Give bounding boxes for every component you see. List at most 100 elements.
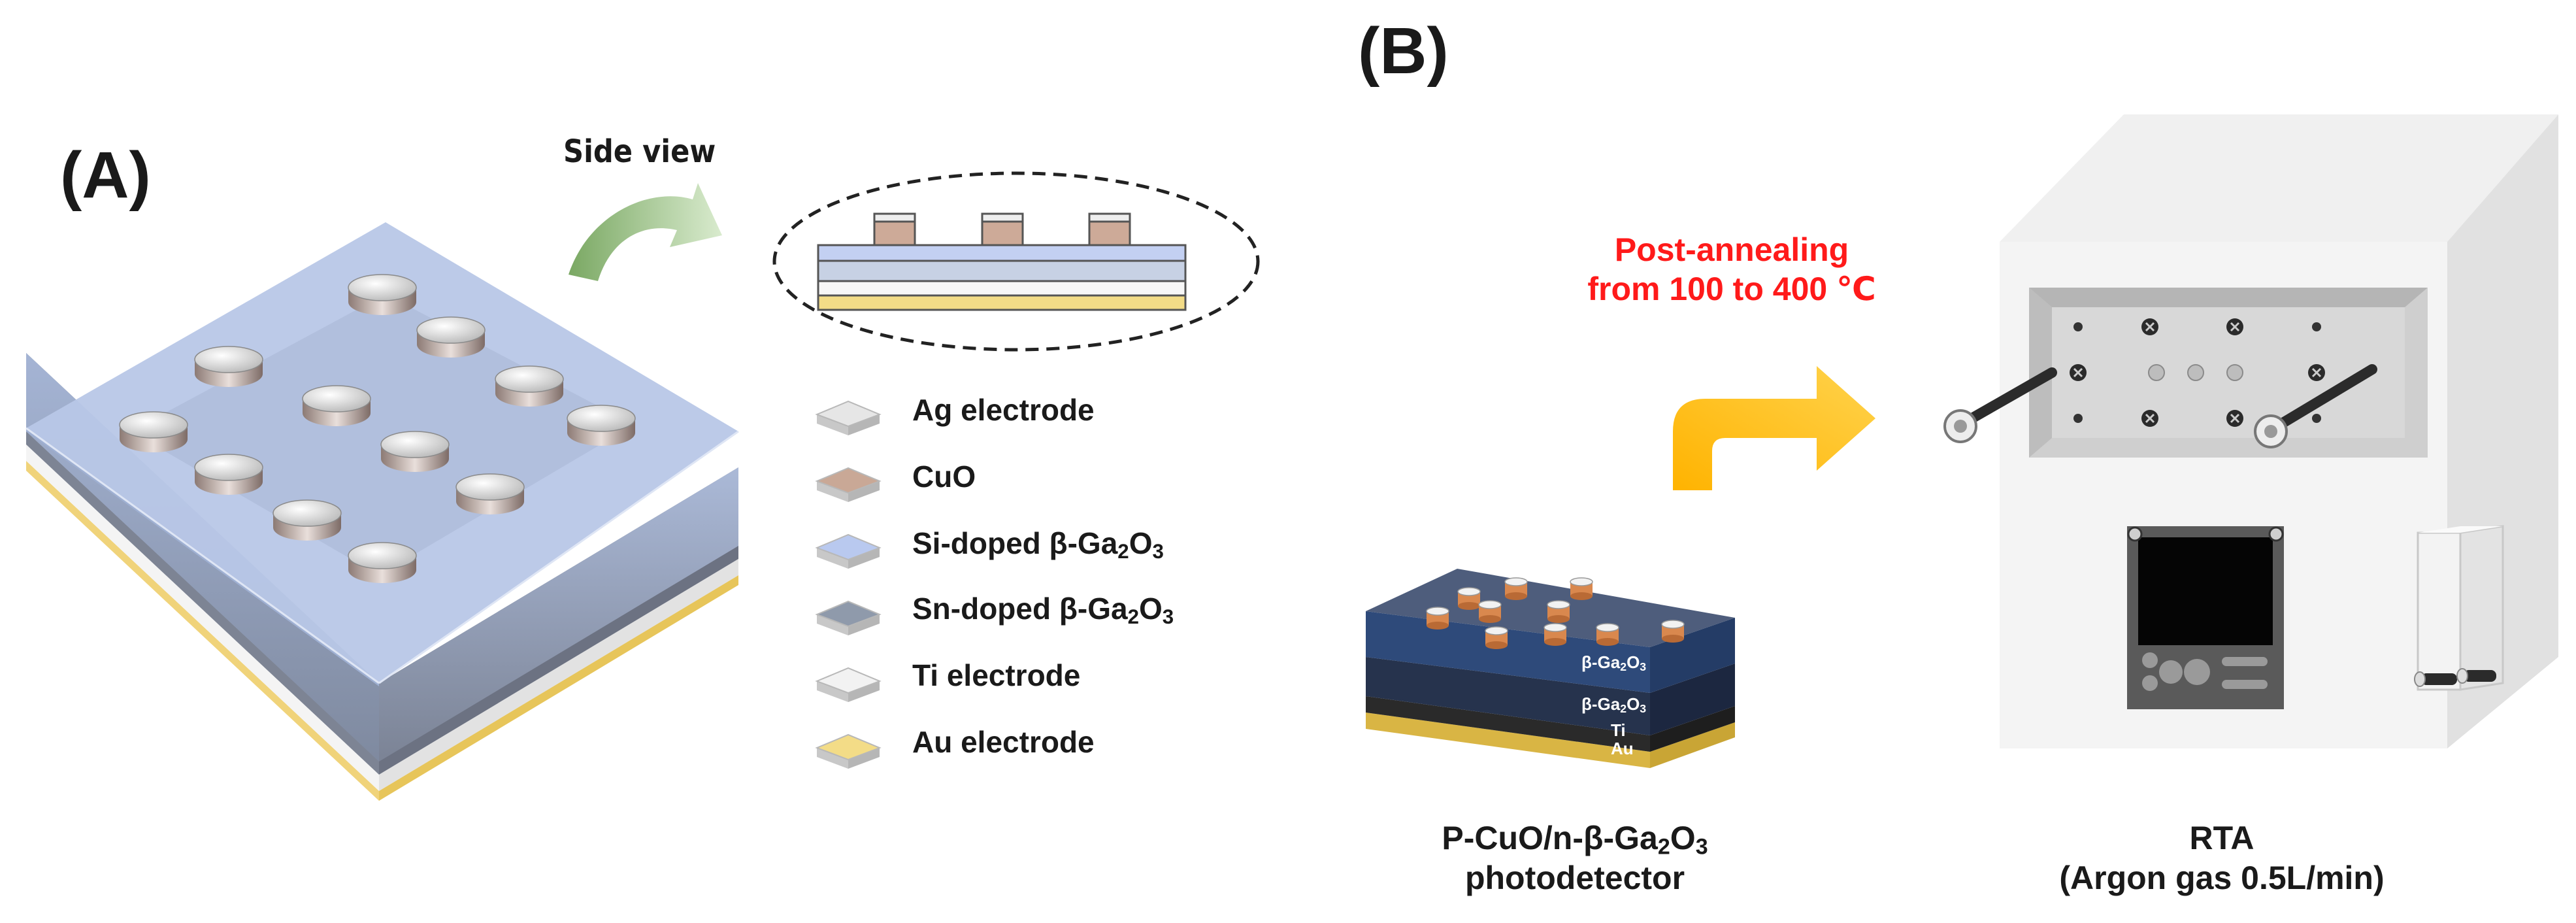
electrode-disc: [194, 346, 263, 387]
pd-disc: [1570, 577, 1593, 600]
electrode-disc: [194, 454, 263, 495]
legend-swatch: [815, 400, 882, 435]
legend-item-si: Si-doped β-Ga2O3: [912, 526, 1164, 563]
rta-screws: [2070, 318, 2325, 427]
device-caption-line1: P-CuO/n-β-Ga2O3: [1442, 820, 1708, 860]
electrode-disc: [495, 365, 564, 407]
legend-item-cuo: CuO: [912, 462, 976, 492]
au-layer-right: [379, 575, 738, 801]
side-sn-layer: [817, 260, 1187, 282]
electrode-disc: [380, 431, 450, 472]
pd-layer-au-label: Au: [1611, 739, 1634, 758]
rta-caption-line2: (Argon gas 0.5L/min): [2059, 860, 2385, 896]
pd-disc: [1485, 626, 1508, 649]
annealing-label: Post-annealing from 100 to 400 ℃: [1568, 230, 1895, 309]
device-caption: P-CuO/n-β-Ga2O3 photodetector: [1346, 818, 1804, 898]
rta-window-bevel-top: [2029, 288, 2428, 307]
legend-swatch: [815, 600, 882, 635]
ti-layer-right: [379, 559, 738, 791]
rta-screw: [2070, 364, 2087, 381]
pd-layer-mid-label: β-Ga2O3: [1581, 694, 1647, 715]
electrode-disc: [119, 411, 188, 452]
pd-disc: [1457, 587, 1481, 610]
pd-disc: [1544, 623, 1567, 646]
rta-screw: [2226, 410, 2243, 427]
rta-screw: [2312, 322, 2321, 331]
legend-item-ag: Ag electrode: [912, 395, 1095, 425]
rta-screw: [2141, 318, 2158, 335]
legend-swatch: [815, 733, 882, 769]
panel-label-a: (A): [60, 139, 151, 212]
pd-layer-top-label: β-Ga2O3: [1581, 652, 1647, 673]
side-ti-layer: [817, 280, 1187, 297]
pd-disc: [1426, 607, 1449, 629]
ti-layer-front: [26, 445, 379, 791]
pd-disc: [1504, 577, 1528, 600]
si-layer-right: [379, 467, 738, 762]
electrode-disc: [416, 316, 486, 358]
rta-caption: RTA (Argon gas 0.5L/min): [1993, 818, 2451, 898]
side-electrodes: [873, 212, 1131, 246]
pd-electrode-discs: [1426, 577, 1685, 649]
electrode-discs: [119, 274, 636, 583]
pd-top-front: [1366, 611, 1650, 693]
rta-screw: [2226, 318, 2243, 335]
electrode-disc: [348, 542, 417, 583]
pd-mid-front: [1366, 657, 1650, 735]
electrode-disc: [455, 473, 525, 514]
pd-layer-ti-label: Ti: [1611, 720, 1626, 740]
rta-screw: [2308, 364, 2325, 381]
rta-window-bevel-left: [2029, 288, 2052, 458]
legend-swatch: [815, 467, 882, 502]
rta-screw: [2312, 414, 2321, 423]
au-layer-front: [26, 461, 379, 801]
legend-label: Ag electrode: [912, 393, 1095, 427]
rta-side-box-right: [2459, 525, 2504, 691]
rta-top: [2000, 114, 2558, 242]
rta-screw: [2073, 322, 2083, 331]
side-au-layer: [817, 294, 1187, 311]
side-si-layer: [817, 244, 1187, 262]
annealing-line1: Post-annealing: [1614, 231, 1849, 268]
pd-ti-front: [1366, 696, 1650, 752]
rta-screw: [2073, 414, 2083, 423]
electrode-disc: [272, 499, 342, 541]
annealing-arrow: [1673, 366, 1875, 490]
side-view-arrow: [569, 183, 722, 281]
pd-ti-right: [1650, 706, 1735, 752]
legend-swatches: [815, 400, 882, 769]
panel-label-b: (B): [1358, 14, 1449, 88]
pd-top-right: [1650, 618, 1735, 693]
rta-side-box-front: [2417, 531, 2462, 691]
pd-au-front: [1366, 713, 1650, 768]
pd-au-right: [1650, 722, 1735, 768]
rta-knob: [2226, 364, 2243, 381]
rta-knob: [2187, 364, 2204, 381]
electrode-disc: [302, 385, 371, 426]
legend-item-ti: Ti electrode: [912, 660, 1080, 690]
device-caption-line2: photodetector: [1464, 860, 1685, 896]
annealing-line2: from 100 to 400 ℃: [1587, 271, 1876, 307]
side-view-ellipse: [772, 171, 1260, 352]
legend-label: Au electrode: [912, 725, 1095, 759]
legend-label: Ti electrode: [912, 658, 1081, 692]
pd-disc: [1661, 620, 1685, 643]
rta-buttons: [2142, 652, 2268, 691]
rta-knob: [2148, 364, 2165, 381]
legend-item-au: Au electrode: [912, 727, 1095, 757]
rta-handles: [1943, 364, 2377, 448]
rta-caption-line1: RTA: [2189, 820, 2254, 856]
pd-disc: [1596, 623, 1619, 646]
pd-disc: [1478, 600, 1502, 623]
legend-item-sn: Sn-doped β-Ga2O3: [912, 592, 1174, 628]
electrode-disc: [348, 274, 417, 315]
pd-mid-right: [1650, 663, 1735, 735]
legend-swatch: [815, 667, 882, 702]
rta-screw: [2141, 410, 2158, 427]
legend-swatch: [815, 533, 882, 569]
legend-label: CuO: [912, 460, 976, 494]
pd-disc: [1547, 600, 1570, 623]
side-view-label: Side view: [563, 133, 716, 170]
rta-display: [2138, 537, 2273, 645]
